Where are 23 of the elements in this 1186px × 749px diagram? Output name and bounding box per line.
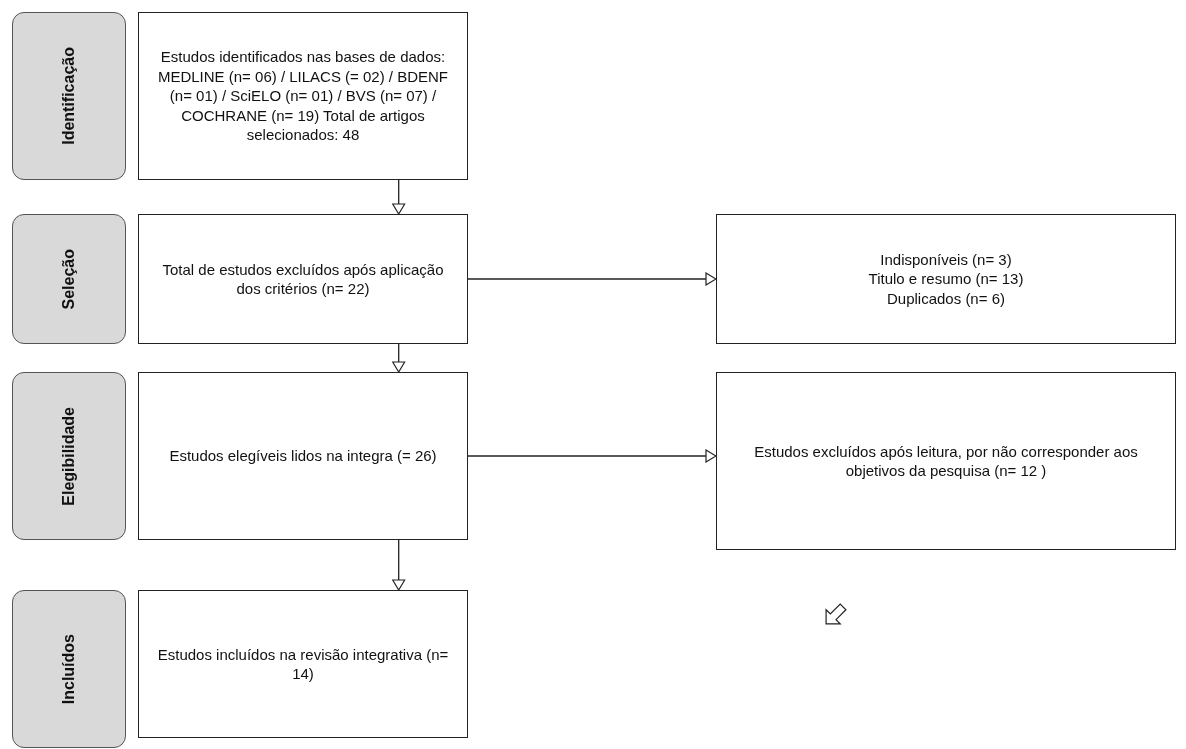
stage-label: Elegibilidade: [12, 372, 126, 540]
stage-label: Incluídos: [12, 590, 126, 748]
box-text: Estudos elegíveis lidos na integra (= 26): [169, 446, 437, 466]
hollow-arrow: [392, 539, 406, 591]
box-text: Total de estudos excluídos após aplicação dos critérios (n= 22): [161, 259, 445, 299]
box-text: Indisponíveis (n= 3): [880, 249, 1012, 270]
hollow-arrow: [392, 343, 406, 373]
box-text: Titulo e resumo (n= 13): [868, 269, 1024, 289]
process-box: [138, 372, 468, 540]
box-text: Estudos excluídos após leitura, por não corresponder aos objetivos da pesquisa (n= 12 ): [753, 441, 1139, 481]
box-text: Estudos incluídos na revisão integrativa (n= 14): [156, 644, 450, 684]
process-box: [138, 12, 468, 180]
stage-label: Identificação: [12, 12, 126, 180]
hollow-arrow: [467, 272, 717, 286]
hollow-arrow: [392, 179, 406, 215]
process-box: [138, 590, 468, 738]
stage-label: Seleção: [12, 214, 126, 344]
box-text: Duplicados (n= 6): [887, 288, 1005, 309]
process-box: [716, 214, 1176, 344]
process-box: [716, 372, 1176, 550]
process-box: [138, 214, 468, 344]
hollow-arrow: [467, 449, 717, 463]
box-text: Estudos identificados nas bases de dados: MEDLINE (n= 06) / LILACS (= 02) / BDENF (n= 01) / SciELO (n= 01) / BVS (n= 07) / COCHRANE (n= 19) Total de artigos selecionados: 48: [156, 47, 450, 145]
